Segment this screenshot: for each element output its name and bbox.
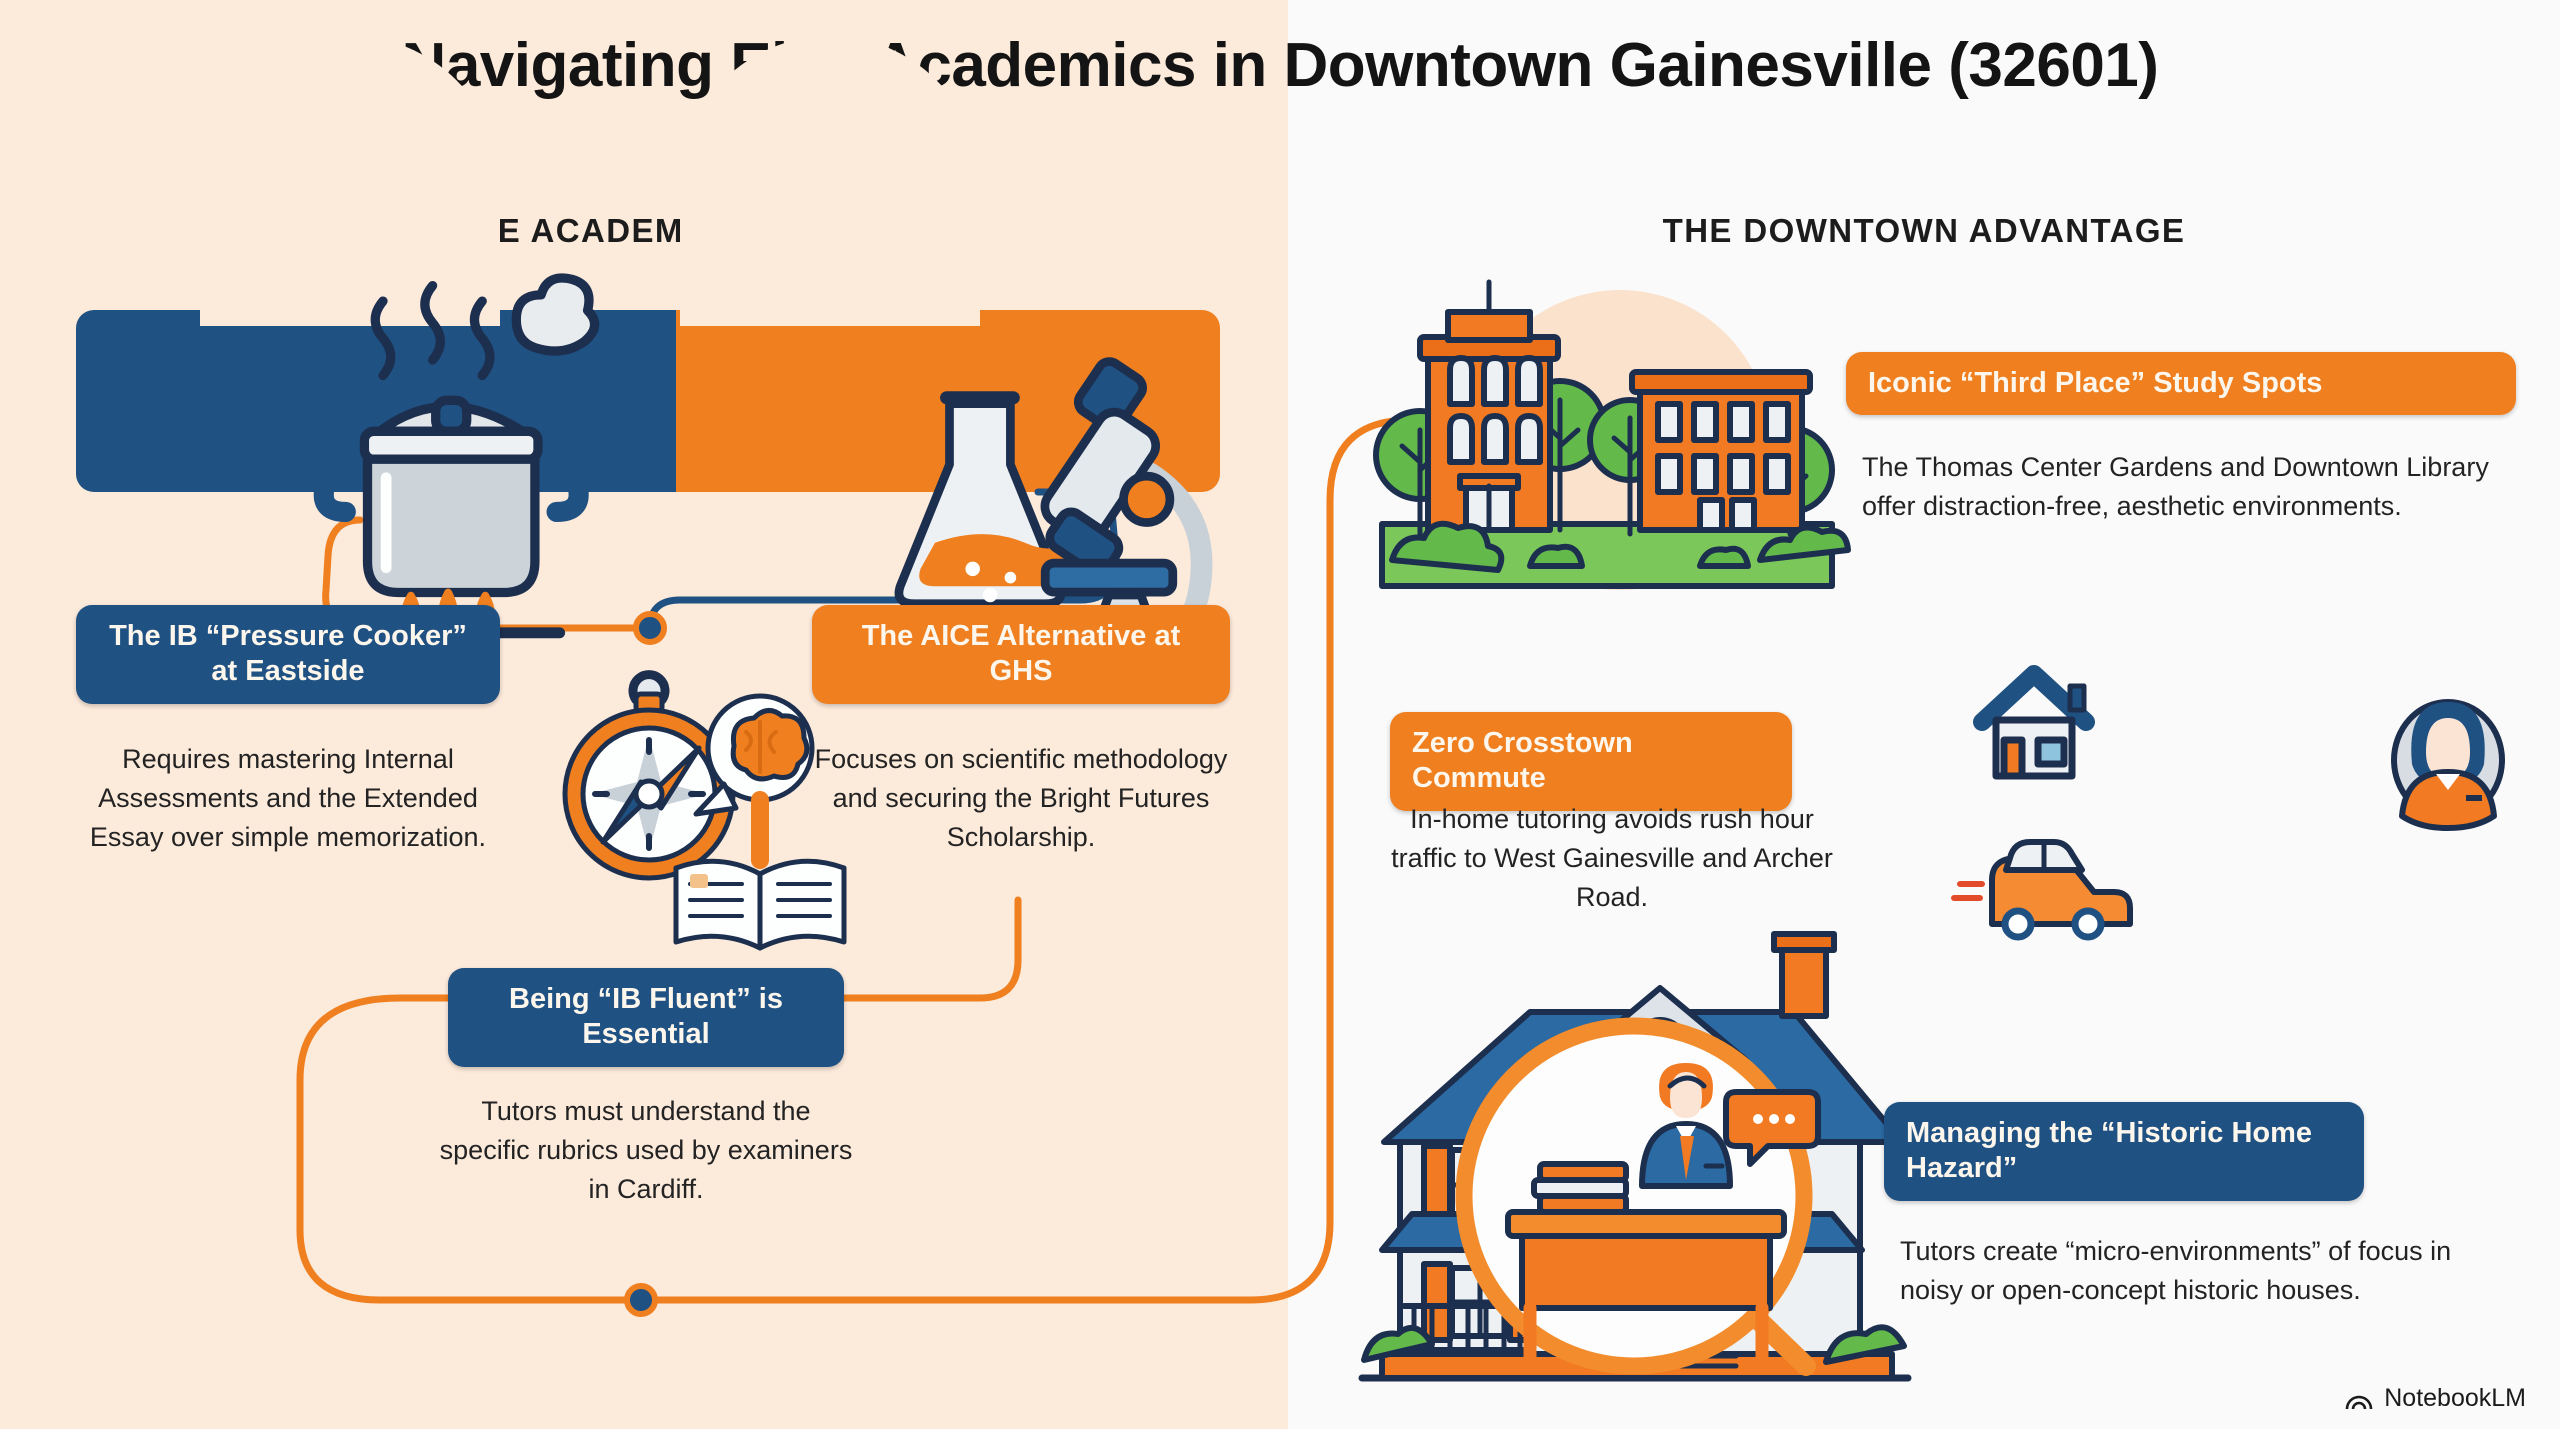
pressure-cooker-arch-backdrop bbox=[200, 36, 500, 326]
notebooklm-logo-icon bbox=[2345, 1395, 2373, 1409]
banner-orange-half bbox=[676, 310, 1220, 492]
page-title: Navigating Elite Academics in Downtown G… bbox=[401, 31, 2159, 100]
connector-node-top bbox=[633, 611, 667, 645]
body-ib-pressure-cooker: Requires mastering Internal Assessments … bbox=[89, 744, 487, 853]
body-ib-fluent: Tutors must understand the specific rubr… bbox=[439, 1096, 853, 1205]
body-historic-home-hazard: Tutors create “micro-environments” of fo… bbox=[1900, 1236, 2452, 1306]
badge-aice-alternative[interactable]: The AICE Alternative at GHS bbox=[812, 605, 1230, 704]
notebooklm-watermark: NotebookLM bbox=[2344, 1384, 2526, 1413]
body-zero-crosstown-commute: In-home tutoring avoids rush hour traffi… bbox=[1391, 804, 1833, 913]
banner-blue-half bbox=[76, 310, 676, 492]
badge-ib-pressure-cooker[interactable]: The IB “Pressure Cooker” at Eastside bbox=[76, 605, 500, 704]
body-third-place-study-spots: The Thomas Center Gardens and Downtown L… bbox=[1862, 452, 2489, 522]
badge-historic-home-hazard[interactable]: Managing the “Historic Home Hazard” bbox=[1884, 1102, 2364, 1201]
badge-zero-crosstown-commute[interactable]: Zero Crosstown Commute bbox=[1390, 712, 1792, 811]
left-section-header: THE ELITE ACADEMIC LANDSCAPE bbox=[339, 212, 949, 249]
badge-ib-fluent[interactable]: Being “IB Fluent” is Essential bbox=[448, 968, 844, 1067]
body-aice-alternative: Focuses on scientific methodology and se… bbox=[814, 744, 1228, 853]
badge-third-place-study-spots[interactable]: Iconic “Third Place” Study Spots bbox=[1846, 352, 2516, 416]
connector-node-bottom bbox=[624, 1283, 658, 1317]
left-banner bbox=[76, 310, 1220, 492]
right-section-header: THE DOWNTOWN ADVANTAGE bbox=[1662, 212, 2186, 249]
science-arch-backdrop bbox=[680, 36, 980, 326]
notebooklm-label: NotebookLM bbox=[2384, 1384, 2526, 1412]
